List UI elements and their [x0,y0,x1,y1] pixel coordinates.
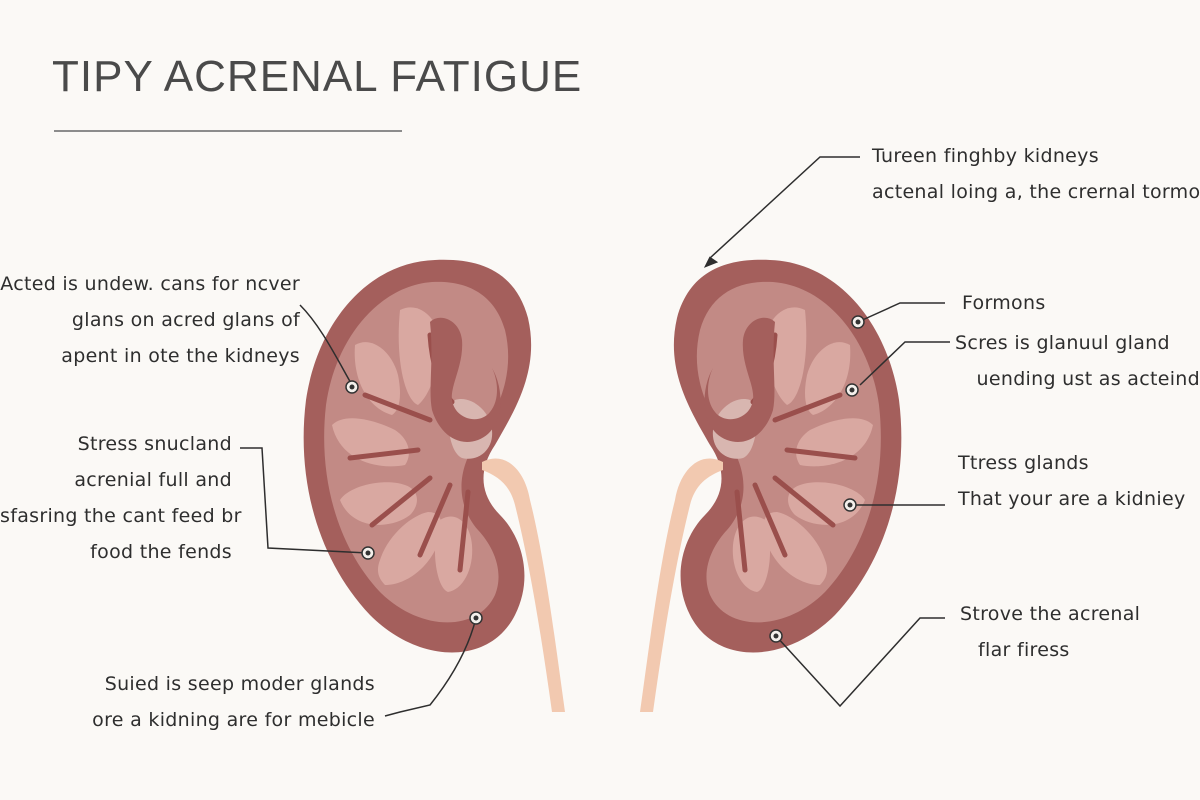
label-right-3: Scres is glanuul gland uending ust as ac… [955,325,1200,397]
title-underline [54,130,402,132]
marker-dots [345,315,865,643]
label-right-5-line-1: Strove the acrenal [960,603,1141,625]
label-left-1-line-3: apent in ote the kidneys [61,345,300,367]
left-kidney-hilum-fold [430,317,501,442]
right-kidney-hilum-fold [704,317,775,442]
label-right-5-line-2: flar firess [978,639,1070,661]
label-right-5: Strove the acrenal flar firess [960,596,1140,668]
left-kidney [303,259,565,712]
label-right-4-line-1: Ttress glands [958,452,1089,474]
label-right-2: Formons [962,285,1046,321]
label-left-3-line-2: ore a kidning are for mebicle [92,709,375,731]
label-right-1-line-2: actenal loing a, the crernal tormons [872,181,1200,203]
label-right-2-line-1: Formons [962,292,1046,314]
label-right-4: Ttress glands That your are a kidniey [958,445,1186,517]
label-right-1-line-1: Tureen finghby kidneys [872,145,1099,167]
label-right-1: Tureen finghby kidneys actenal loing a, … [872,138,1200,210]
label-left-2-line-3: sfasring the cant feed br [0,505,242,527]
label-left-2: Stress snucland acrenial full and sfasri… [0,426,242,570]
label-right-3-line-2: uending ust as acteind [976,368,1200,390]
label-left-2-line-4: food the fends [90,541,232,563]
arrow-head-icon [703,256,719,268]
label-right-4-line-2: That your are a kidniey [958,488,1186,510]
right-ureter [640,458,723,712]
label-left-3: Suied is seep moder glands ore a kidning… [40,666,375,738]
label-left-2-line-2: acrenial full and [74,469,232,491]
label-left-2-line-1: Stress snucland [77,433,232,455]
page-title: TIPY ACRENAL FATIGUE [52,52,583,101]
label-left-1-line-2: glans on acred glans of [71,309,300,331]
label-left-1: Acted is undew. cans for ncver glans on … [0,266,300,374]
label-left-1-line-1: Acted is undew. cans for ncver [0,273,300,295]
label-right-3-line-1: Scres is glanuul gland [955,332,1170,354]
label-left-3-line-1: Suied is seep moder glands [104,673,375,695]
left-ureter [482,458,565,712]
leader-lines [240,156,950,717]
right-kidney [640,259,902,712]
